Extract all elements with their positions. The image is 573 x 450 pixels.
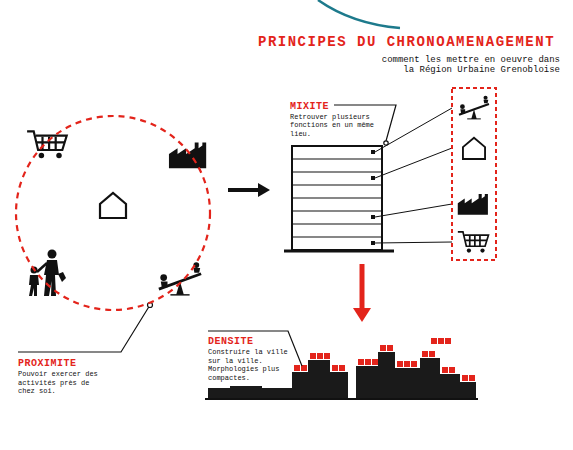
teal-curve [318,0,400,28]
skyline [205,338,478,399]
cart-icon [27,131,67,158]
function-links [371,108,452,245]
factory-icon [169,143,206,169]
principle-text: Construire la ville sur la ville. Morpho… [208,348,296,382]
proximity-circle: PROXIMITEPouvoir exercer des activités p… [14,114,212,312]
principle-heading: MIXITE [290,101,385,113]
proximity-leader [18,303,153,353]
node-label: MIXITERetrouver plusieurs fonctions en u… [290,101,385,139]
arrow-head [353,308,371,322]
flow-arrow [228,183,270,197]
factory-icon [458,194,488,215]
principle-text: Retrouver plusieurs fonctions en un même… [290,113,385,139]
house-icon [463,138,485,159]
principle-heading: DENSITE [208,336,296,348]
title: PRINCIPES DU CHRONOAMENAGEMENT [258,34,555,50]
building-figure: MIXITERetrouver plusieurs fonctions en u… [284,146,394,254]
building [284,146,394,251]
title-block: PRINCIPES DU CHRONOAMENAGEMENT [258,34,555,50]
node-label: PROXIMITEPouvoir exercer des activités p… [18,358,104,396]
seesaw-icon [459,96,489,119]
node-label: DENSITEConstruire la ville sur la ville.… [208,336,296,382]
flow-arrow [353,264,371,322]
skyline-figure: DENSITEConstruire la ville sur la ville.… [205,330,478,405]
arrow-head [258,183,270,197]
arrow-shaft [228,188,259,192]
cart-icon [458,232,489,253]
arrow-shaft [360,264,365,309]
label-block: comment les mettre en oeuvre dans la Rég… [375,55,560,75]
subtitle: comment les mettre en oeuvre dans la Rég… [375,55,560,75]
dashed-circle [14,114,212,312]
proximity-icons [27,131,206,296]
people-icon [29,250,66,297]
principle-heading: PROXIMITE [18,358,104,370]
circle-outline [16,116,210,310]
functions-box [452,88,496,260]
principle-text: Pouvoir exercer des activités près de ch… [18,370,104,396]
house-icon [100,193,126,218]
